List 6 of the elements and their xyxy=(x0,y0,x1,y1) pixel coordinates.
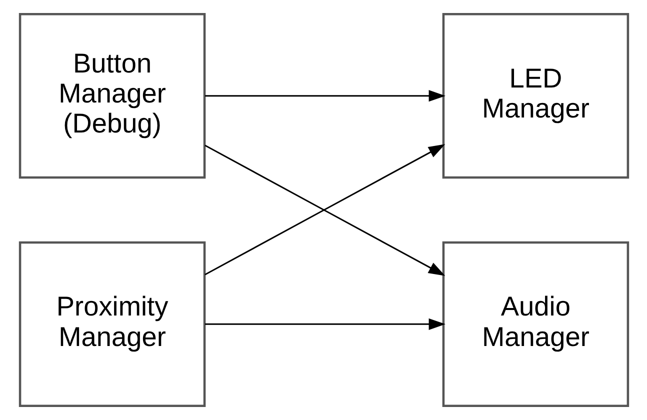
arrow xyxy=(204,90,445,102)
node-box: Button Manager (Debug) xyxy=(18,13,206,179)
node-box: Audio Manager xyxy=(442,241,629,407)
arrow xyxy=(204,318,445,330)
node-box: LED Manager xyxy=(442,13,629,179)
node-box: Proximity Manager xyxy=(18,241,206,407)
